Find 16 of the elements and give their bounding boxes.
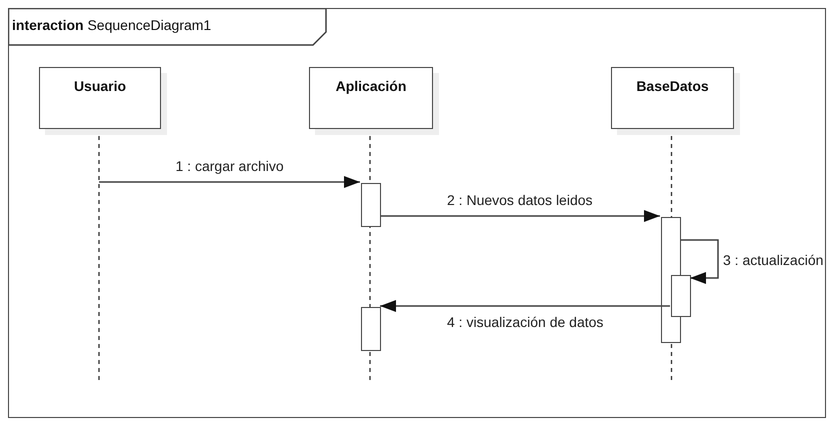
message-label: 1 : cargar archivo [174,158,285,174]
participant-name: Usuario [74,78,126,96]
message-arrow [680,239,719,284]
message-arrow [99,176,360,188]
message-arrow [380,210,660,222]
participant-name: Aplicación [336,78,406,96]
activation-bar [671,275,691,317]
interaction-frame [8,8,826,418]
frame-title: interaction SequenceDiagram1 [12,17,212,33]
message-label: 2 : Nuevos datos leidos [446,192,594,208]
message-arrow [380,300,670,312]
message-label: 4 : visualización de datos [446,314,604,330]
message-label: 3 : actualización [722,252,824,268]
activation-bar [361,307,381,351]
activation-bar [361,183,381,227]
participant-name: BaseDatos [636,78,709,96]
